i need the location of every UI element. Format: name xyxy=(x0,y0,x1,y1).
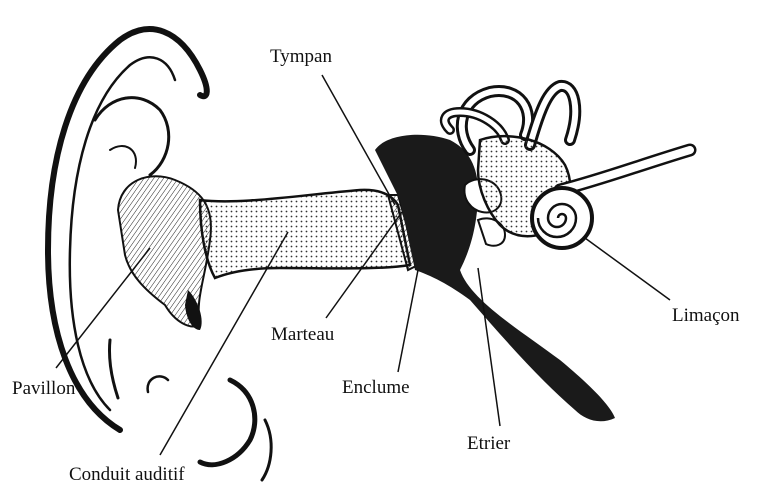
label-marteau: Marteau xyxy=(271,325,334,344)
label-conduit-auditif: Conduit auditif xyxy=(69,465,185,484)
label-enclume: Enclume xyxy=(342,378,410,397)
ear-canal xyxy=(200,190,410,278)
label-pavillon: Pavillon xyxy=(12,379,75,398)
label-etrier: Etrier xyxy=(467,434,510,453)
label-tympan: Tympan xyxy=(270,47,332,66)
cochlea xyxy=(532,188,592,248)
label-limacon: Limaçon xyxy=(672,306,740,325)
auditory-nerve xyxy=(560,150,690,190)
